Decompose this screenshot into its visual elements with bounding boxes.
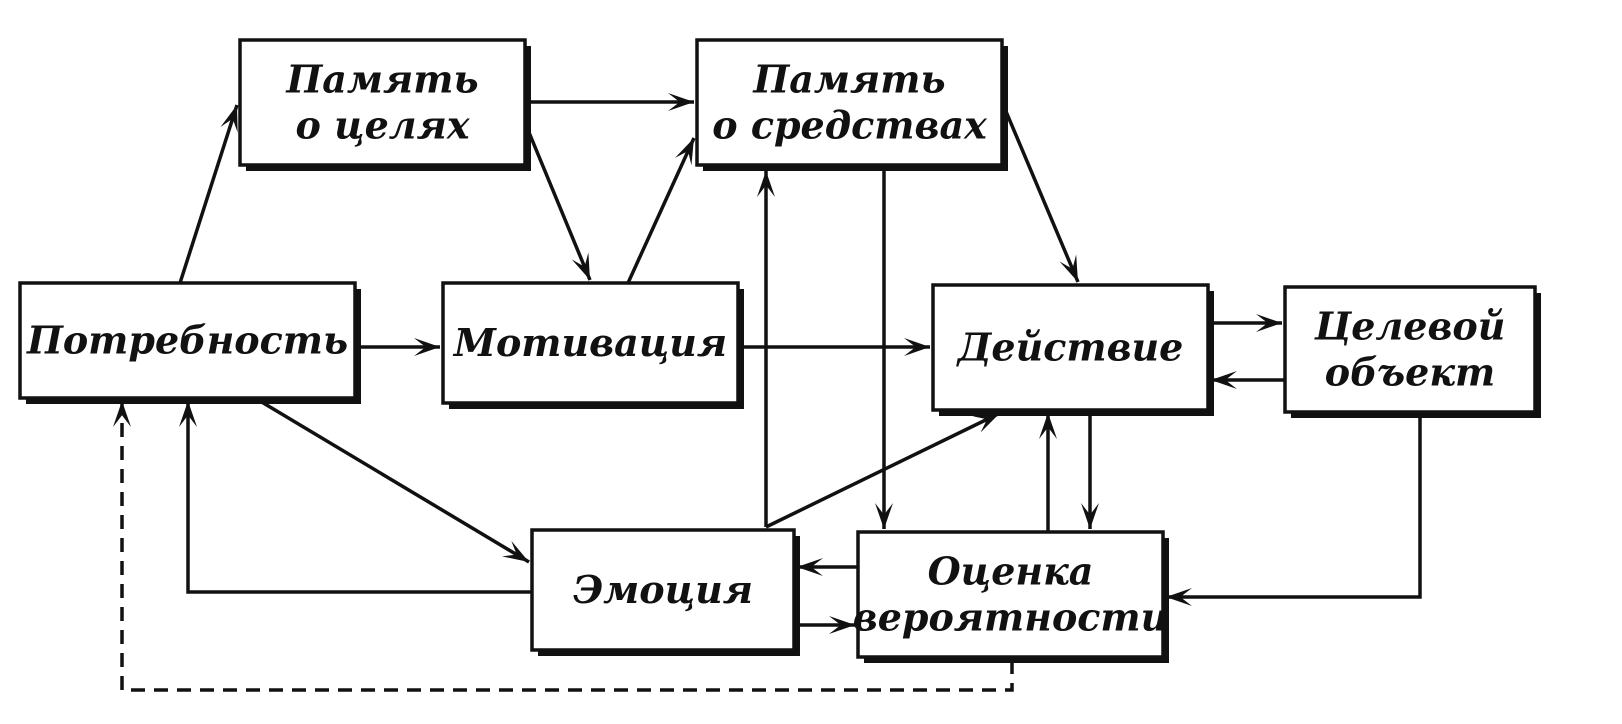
node-emotion: Эмоция [530,528,800,656]
edge-motivation-to-action [741,338,930,356]
node-motivation-box [441,281,740,405]
edge-motivation-to-memory-means-arrowhead [675,138,694,166]
edge-probability-to-action-arrowhead [1039,413,1057,439]
node-target-box [1283,285,1537,414]
edge-target-to-probability-line [1166,415,1422,599]
node-target-label-line-1: Целевой [1314,304,1506,349]
node-memory-goals-label-line-2: о целях [296,103,471,148]
edge-emotion-to-action-line [765,411,1001,529]
edge-action-to-target [1211,314,1282,332]
edge-memory-goals-to-motivation-line [526,129,592,281]
node-memory-means-label-line-2: о средствах [712,103,988,148]
edge-need-to-emotion-arrowhead [502,540,529,562]
edge-need-to-memory-goals-arrowhead [220,105,238,133]
edge-probability-to-emotion-arrowhead [797,558,823,576]
edge-probability-to-need-arrowhead [113,401,131,427]
node-emotion-label-line-1: Эмоция [573,567,753,612]
edge-memory-means-to-action [1000,101,1080,283]
edge-emotion-to-need-arrowhead [179,401,197,427]
edge-probability-to-need [113,401,1014,692]
edge-need-to-motivation [358,338,440,356]
edge-action-to-probability [1081,413,1099,529]
node-emotion-box [530,528,796,652]
node-memory-goals-box [238,38,527,167]
edge-probability-to-need-line [120,401,1014,692]
edge-emotion-to-action [765,411,1001,529]
edge-emotion-to-need [179,401,532,594]
edge-emotion-to-probability [797,616,855,634]
node-need-box [18,281,357,400]
node-target-label-line-2: объект [1325,350,1496,395]
edge-emotion-to-action-arrowhead [972,413,1000,433]
node-motivation-label-line-1: Мотивация [452,320,727,365]
edge-action-to-target-arrowhead [1256,314,1282,332]
edge-need-to-memory-goals-line [178,104,239,284]
edge-memory-means-to-action-arrowhead [1059,254,1078,282]
edge-memory-means-to-probability-arrowhead [875,503,893,529]
node-action: Действие [931,283,1214,416]
node-need: Потребность [18,281,361,404]
edge-motivation-to-action-arrowhead [904,338,930,356]
node-memory-means-box [695,38,1004,167]
edge-target-to-action-arrowhead [1211,371,1237,389]
edge-memory-goals-to-motivation [526,129,592,281]
edge-emotion-to-probability-arrowhead [829,616,855,634]
edge-emotion-to-memory-means-arrowhead [757,171,775,197]
edge-need-to-motivation-arrowhead [414,338,440,356]
edge-need-to-emotion-line [259,399,530,564]
edge-target-to-action [1211,371,1285,389]
edge-memory-means-to-action-line [1000,101,1080,283]
node-probability-box [856,530,1165,659]
node-probability-label-line-1: Оценка [928,549,1094,594]
edge-motivation-to-memory-means [626,137,696,284]
edge-target-to-probability [1166,415,1422,606]
edge-emotion-to-memory-means [757,171,775,527]
edge-emotion-to-need-line [186,401,532,594]
node-motivation: Мотивация [441,281,744,409]
edge-target-to-probability-arrowhead [1166,588,1192,606]
node-probability-label-line-2: вероятности [853,595,1169,640]
edge-motivation-to-memory-means-line [626,137,696,284]
node-need-label-line-1: Потребность [26,318,348,363]
edge-memory-goals-to-memory-means-arrowhead [668,93,694,111]
node-memory-goals-label-line-1: Память [285,57,478,102]
node-action-label-line-1: Действие [956,325,1184,370]
edge-memory-goals-to-memory-means [528,93,694,111]
edge-probability-to-action [1039,413,1057,532]
edge-need-to-emotion [259,399,530,564]
edge-probability-to-emotion [797,558,858,576]
edge-memory-goals-to-motivation-arrowhead [571,252,590,280]
edge-action-to-probability-arrowhead [1081,503,1099,529]
edges-layer [113,93,1422,692]
node-memory-means-label-line-1: Память [752,57,945,102]
node-action-box [931,283,1210,412]
edge-need-to-memory-goals [178,104,239,284]
